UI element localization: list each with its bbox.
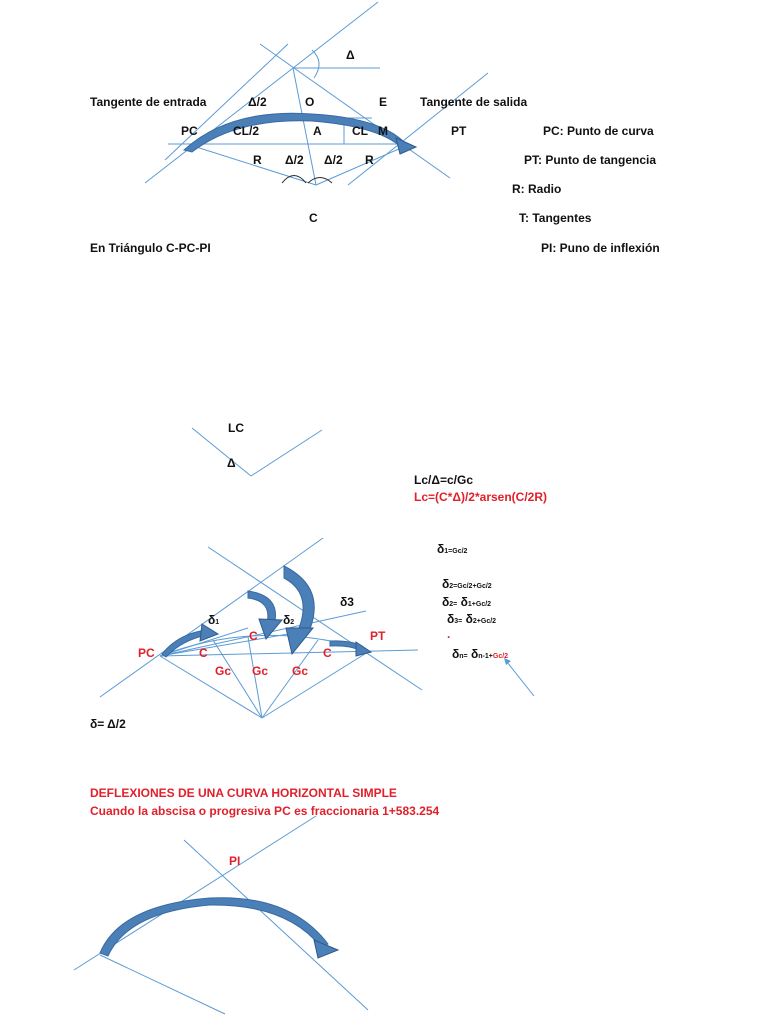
delta-half-right-label: Δ/2 [324, 153, 343, 167]
radius-right-line [315, 144, 409, 186]
diagram-3: δ1 δ2 δ3 PC PT C C C Gc Gc Gc δ= Δ/2 [90, 537, 423, 731]
chord-pc-pt-line [159, 649, 419, 657]
pointer-arrow-line [506, 661, 535, 697]
tangent-salida-line-2 [347, 72, 489, 186]
diagram-1: Δ Tangente de entrada Δ/2 O E Tangente d… [90, 1, 527, 255]
pi-lower-line [99, 954, 226, 1015]
c-label-1: C [199, 646, 208, 660]
r-right-label: R [365, 153, 374, 167]
r-left-label: R [253, 153, 262, 167]
delta-half-left-label: Δ/2 [285, 153, 304, 167]
c-label-2: C [249, 629, 258, 643]
triangle-label: En Triángulo C-PC-PI [90, 241, 211, 255]
pc-label: PC [181, 124, 198, 138]
small-curve-arrowhead [199, 623, 220, 642]
tangente-entrada-label: Tangente de entrada [90, 95, 207, 109]
pointer-arrowhead [504, 658, 511, 665]
gc-label-2: Gc [252, 664, 268, 678]
delta3-curve-arrowhead [285, 627, 315, 656]
lc-left-line [191, 427, 252, 477]
formula-dot: . [447, 627, 450, 641]
deflection-3-line [159, 631, 301, 657]
pi-tangent-out-line [183, 839, 369, 1011]
radius-3-line [261, 639, 319, 719]
formula-lc-arsen: Lc=(C*Δ)/2*arsen(C/2R) [414, 490, 547, 504]
formula-d1: δ1=Gc/2 [437, 542, 468, 556]
diagram-2: LC Δ [191, 421, 323, 477]
curve-arrowhead [395, 137, 418, 155]
radius-1-line [212, 639, 263, 719]
tangent-out-line [207, 546, 423, 691]
pi-curve-arc [99, 897, 329, 957]
delta-label: Δ [346, 48, 355, 62]
deflection-2-line [159, 610, 367, 657]
e-label: E [379, 95, 387, 109]
delta-small-label: Δ [227, 456, 236, 470]
formula-dn: δn= δn-1+Gc/2 [452, 647, 508, 661]
pt-label-3: PT [370, 629, 386, 643]
c-label: C [309, 211, 318, 225]
gc-label-3: Gc [292, 664, 308, 678]
pi-curve-arrowhead [313, 939, 340, 959]
legend-item-pi: PI: Puno de inflexión [541, 241, 660, 255]
delta-equals-label: δ= Δ/2 [90, 717, 126, 731]
end-curve-arrowhead [355, 641, 373, 657]
c-label-3: C [323, 646, 332, 660]
formula-d2: δ2=Gc/2+Gc/2 [442, 577, 492, 591]
formula-d3: δ3= δ2+Gc/2 [447, 612, 496, 626]
diagram-4: PI [73, 815, 369, 1015]
legend: PC: Punto de curva PT: Punto de tangenci… [512, 124, 660, 255]
formula-lc-ratio: Lc/Δ=c/Gc [414, 473, 473, 487]
delta3-label: δ3 [340, 595, 354, 609]
tangente-salida-label: Tangente de salida [420, 95, 527, 109]
legend-item-pt: PT: Punto de tangencia [524, 153, 656, 167]
gc-label-1: Gc [215, 664, 231, 678]
delta-angle-arc [311, 49, 320, 79]
radius-pt-line [261, 651, 369, 719]
delta1-label: δ1 [208, 613, 219, 627]
curve-arc [182, 112, 405, 153]
o-label: O [305, 95, 314, 109]
pc-label-3: PC [138, 646, 155, 660]
radius-pc-line [159, 655, 263, 719]
tangent-entrada-line-2 [164, 43, 289, 161]
delta2-label: δ2 [283, 613, 294, 627]
section-title: DEFLEXIONES DE UNA CURVA HORIZONTAL SIMP… [90, 786, 397, 800]
radius-2-line [247, 636, 263, 719]
center-angle-arc-right [307, 177, 333, 184]
pt-label: PT [451, 124, 467, 138]
tangent-salida-line [259, 43, 451, 179]
legend-item-pc: PC: Punto de curva [543, 124, 654, 138]
cl-half-label: CL/2 [233, 124, 259, 138]
formula-d2b: δ2= δ1+Gc/2 [442, 595, 491, 609]
tangent-entrada-line [144, 1, 379, 184]
radius-left-line [189, 144, 317, 186]
pi-label: PI [229, 854, 240, 868]
legend-item-r: R: Radio [512, 182, 561, 196]
center-angle-arc-left [281, 175, 307, 184]
delta-half-top-label: Δ/2 [248, 95, 267, 109]
bisector-line [292, 67, 317, 186]
lc-right-line [250, 429, 323, 477]
a-label: A [313, 124, 322, 138]
section-subtitle: Cuando la abscisa o progresiva PC es fra… [90, 804, 439, 818]
cl-label: CL [352, 124, 368, 138]
tangent-in-line [99, 537, 324, 698]
delta2-curve-arrowhead [258, 618, 284, 640]
lc-label: LC [228, 421, 244, 435]
formulas: Lc/Δ=c/Gc Lc=(C*Δ)/2*arsen(C/2R) δ1=Gc/2… [414, 473, 547, 697]
m-label: M [378, 124, 388, 138]
legend-item-t: T: Tangentes [519, 211, 592, 225]
section-heading: DEFLEXIONES DE UNA CURVA HORIZONTAL SIMP… [90, 786, 439, 818]
